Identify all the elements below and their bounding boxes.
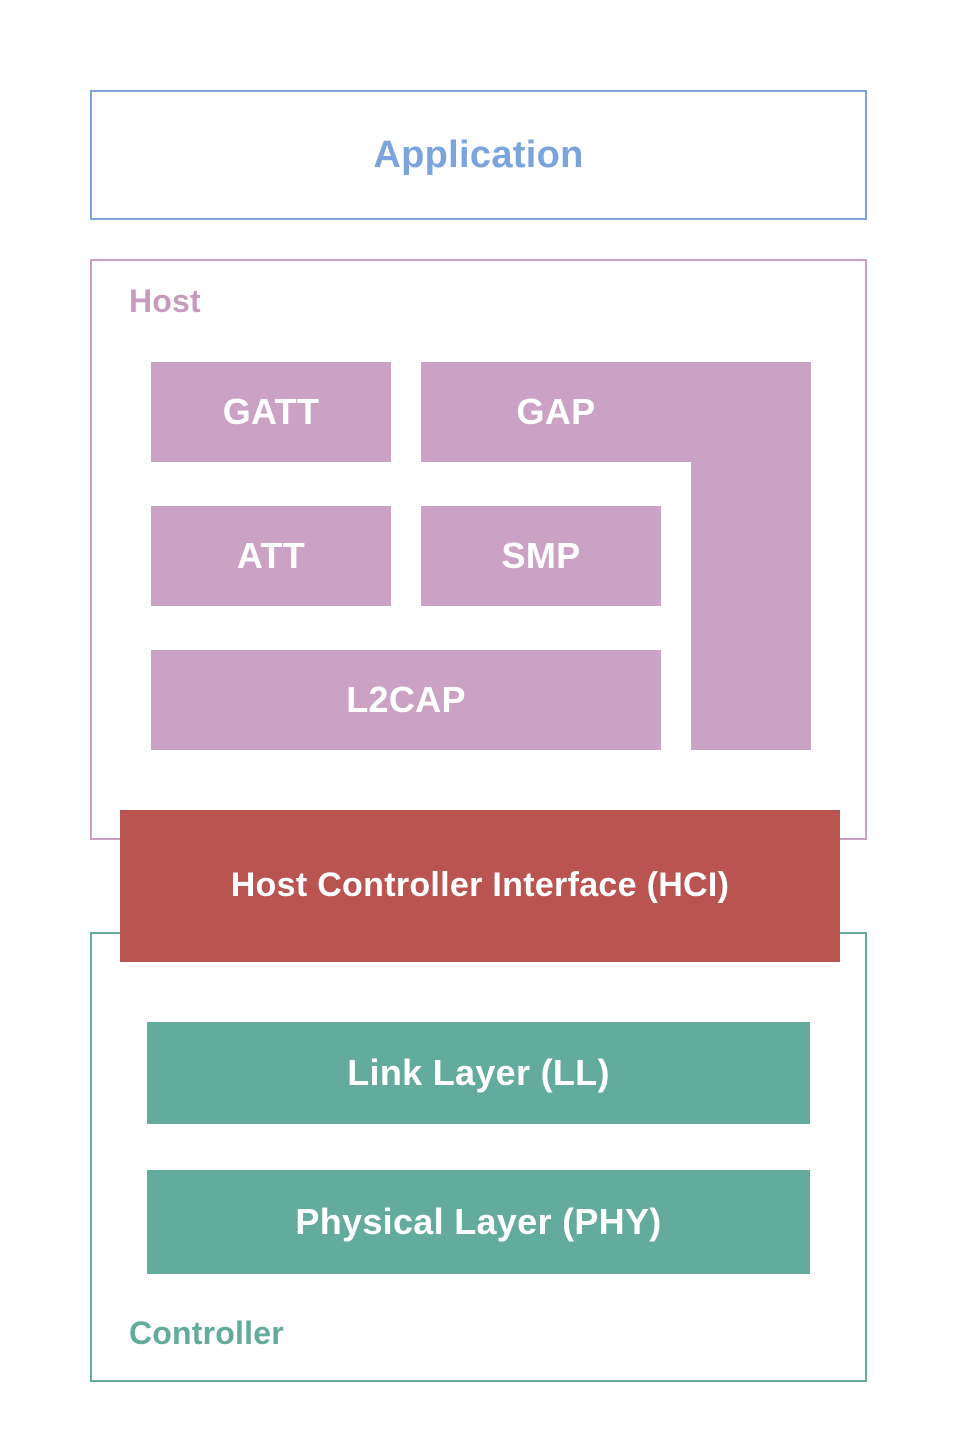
host-layer-label: Host	[129, 283, 201, 319]
controller-block-link-layer: Link Layer (LL)	[147, 1022, 810, 1124]
host-block-att-label: ATT	[236, 535, 306, 577]
host-block-att: ATT	[151, 506, 391, 606]
controller-layer-label: Controller	[129, 1315, 284, 1351]
host-controller-interface-block: Host Controller Interface (HCI)	[120, 810, 840, 962]
host-block-gap-label: GAP	[516, 391, 596, 433]
controller-block-physical-layer: Physical Layer (PHY)	[147, 1170, 810, 1274]
host-block-gatt-label: GATT	[222, 391, 320, 433]
application-layer-label: Application	[373, 133, 584, 176]
application-layer-box	[90, 90, 867, 220]
host-block-l2cap: L2CAP	[151, 650, 661, 750]
host-block-smp-label: SMP	[501, 535, 581, 577]
controller-block-link-layer-label: Link Layer (LL)	[347, 1052, 610, 1094]
host-block-smp: SMP	[421, 506, 661, 606]
host-block-gatt: GATT	[151, 362, 391, 462]
host-controller-interface-label: Host Controller Interface (HCI)	[230, 866, 730, 905]
controller-block-physical-layer-label: Physical Layer (PHY)	[295, 1201, 662, 1243]
host-block-l2cap-label: L2CAP	[346, 679, 466, 721]
